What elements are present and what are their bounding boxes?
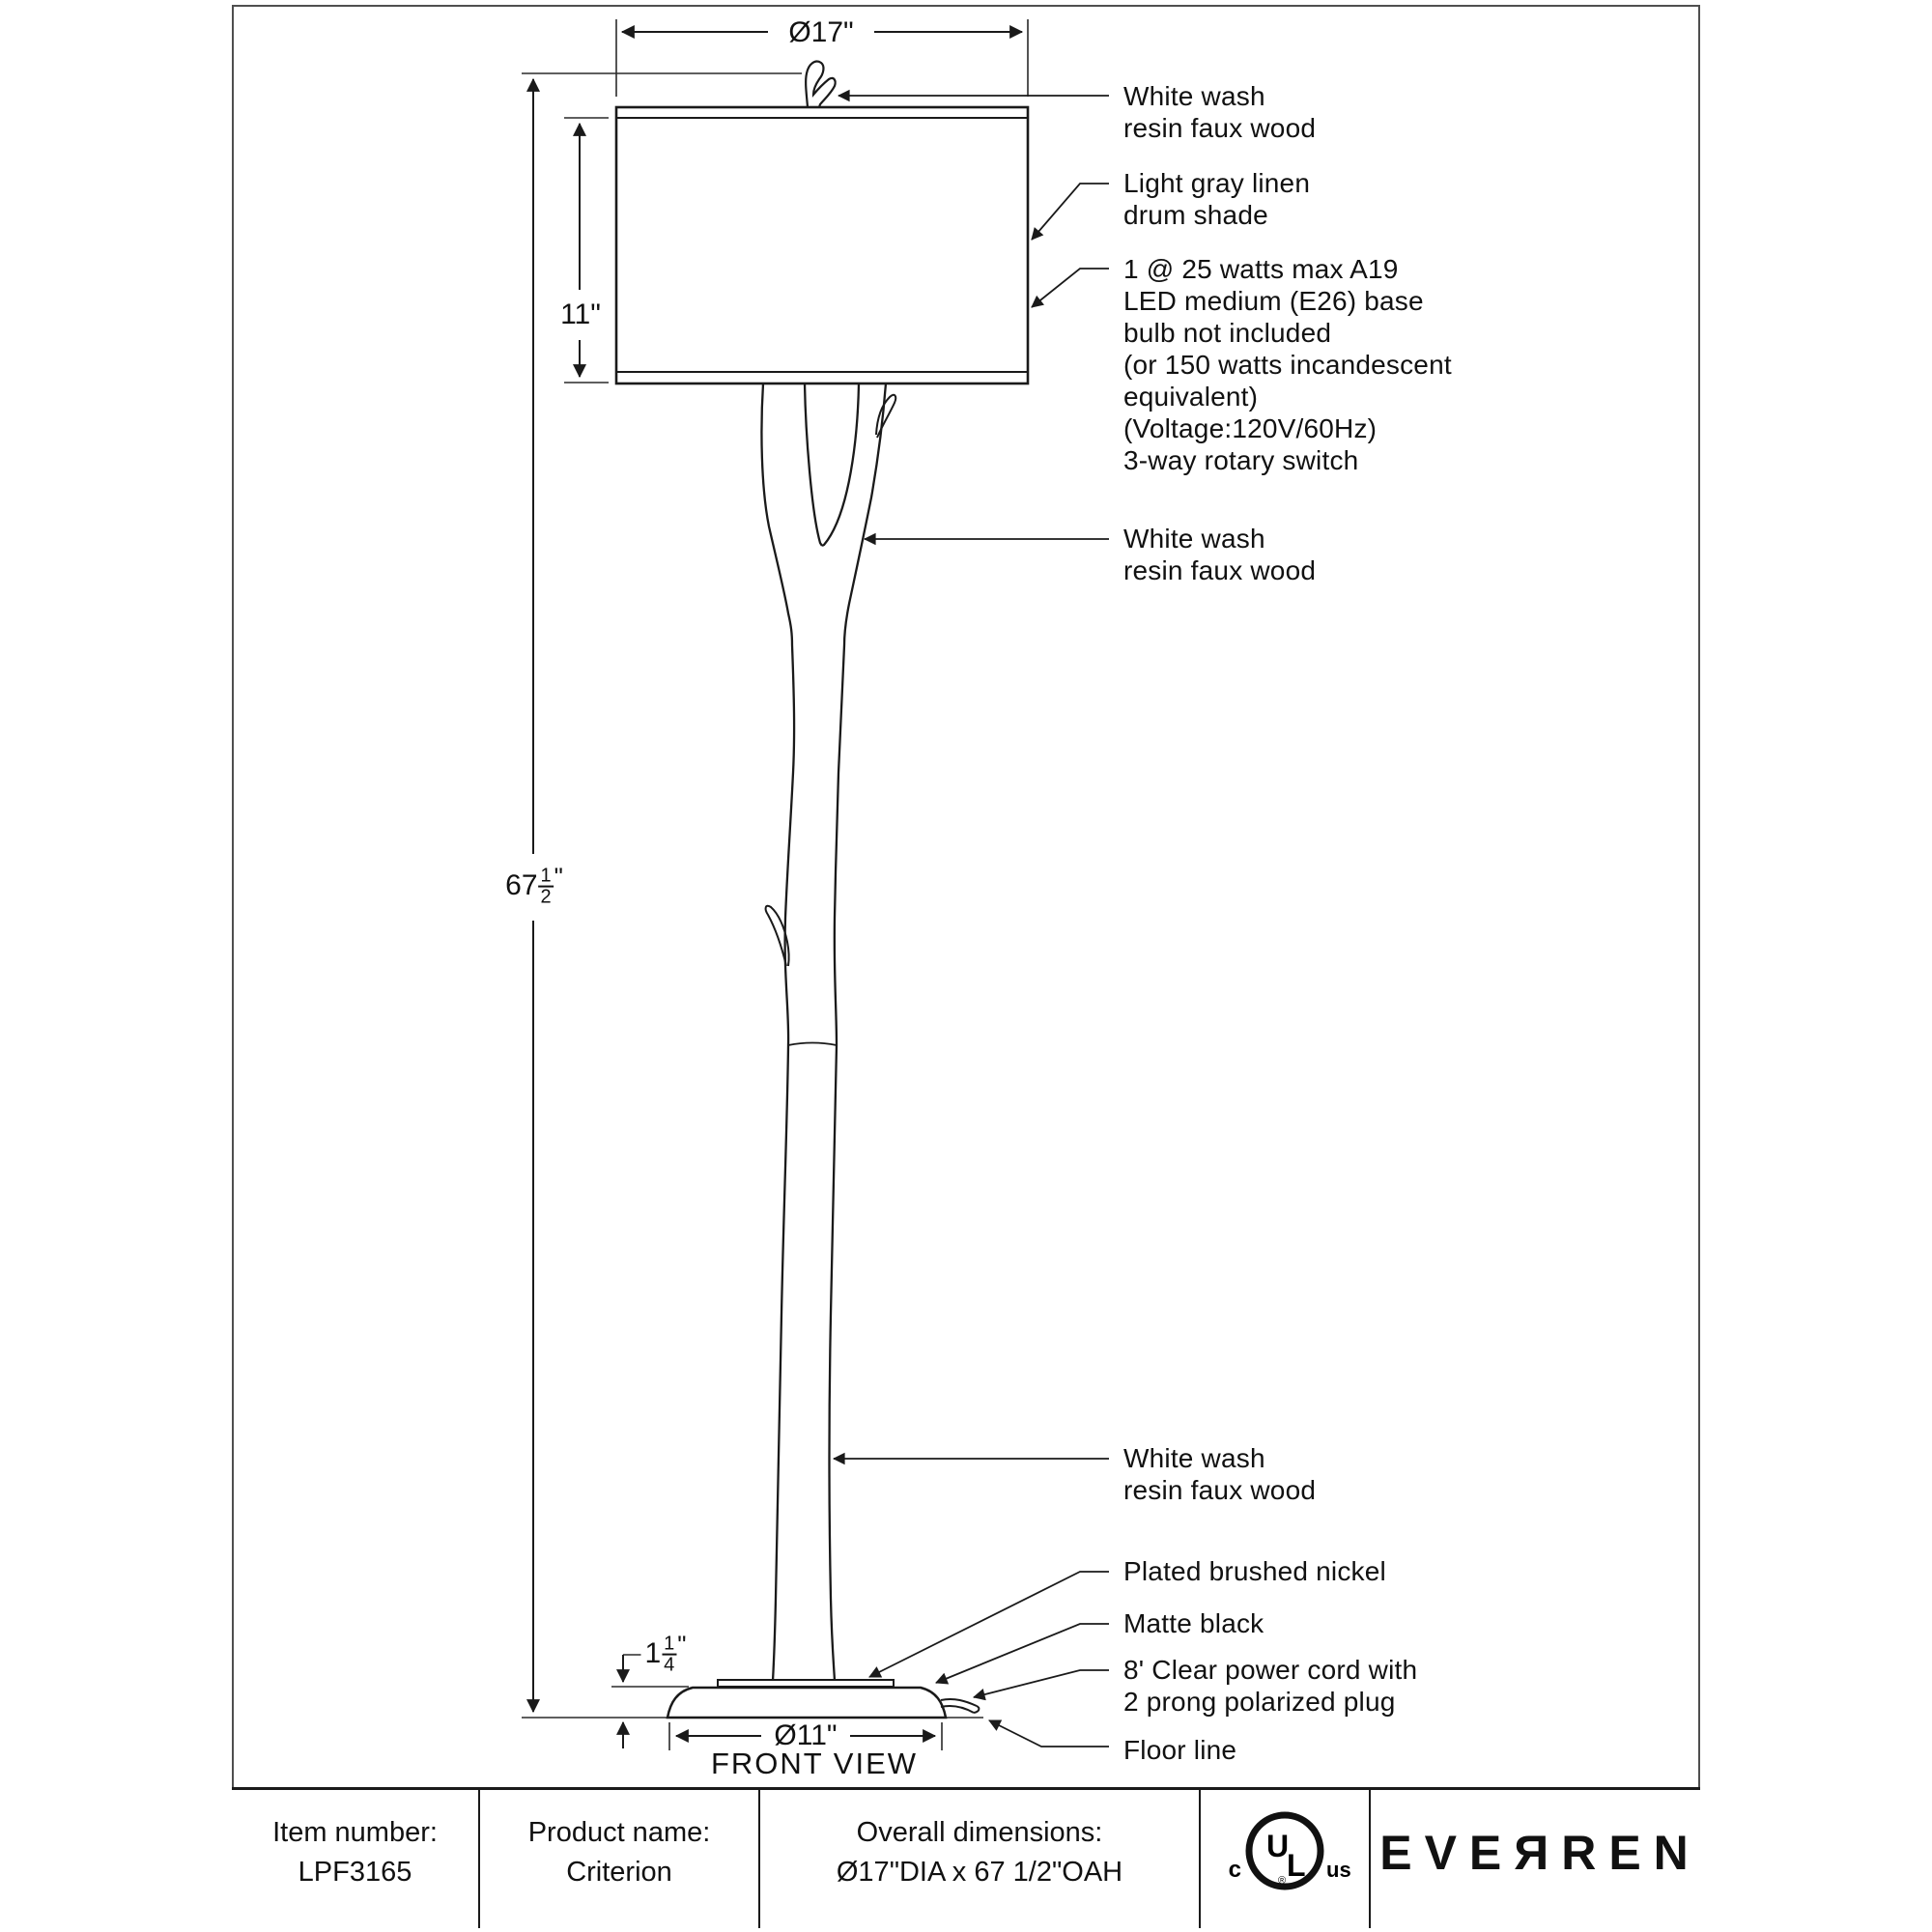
annotation-line: LED medium (E26) base: [1123, 286, 1424, 316]
annotation-line: Floor line: [1123, 1735, 1237, 1765]
ul-suffix-us: us: [1326, 1858, 1351, 1882]
annotation-trunk: White wash resin faux wood: [1123, 1442, 1316, 1506]
annotation-line: (or 150 watts incandescent: [1123, 350, 1452, 380]
leader-bulb: [1031, 268, 1109, 308]
stem-left-branch-outer: [760, 383, 794, 646]
annotation-neck: White wash resin faux wood: [1123, 523, 1316, 586]
annotation-line: (Voltage:120V/60Hz): [1123, 413, 1378, 443]
finial-twig: [805, 60, 837, 108]
annotation-line: 8' Clear power cord with: [1123, 1655, 1418, 1685]
leader-cord: [973, 1669, 1109, 1701]
brand-logotype: EVEЯREN: [1379, 1825, 1701, 1880]
leader-base: [935, 1623, 1109, 1685]
annotation-line: 1 @ 25 watts max A19: [1123, 254, 1399, 284]
annotation-bulb: 1 @ 25 watts max A19 LED medium (E26) ba…: [1123, 253, 1452, 476]
leader-floor: [988, 1719, 1109, 1747]
annotation-finial: White wash resin faux wood: [1123, 80, 1316, 144]
stem-right-twig-stub: [875, 393, 897, 439]
trunk-left-edge: [771, 644, 796, 1682]
trunk-right-edge: [828, 644, 846, 1682]
ul-registered-mark: ®: [1278, 1875, 1286, 1887]
annotation-shade: Light gray linen drum shade: [1123, 167, 1310, 231]
ul-prefix-c: c: [1229, 1857, 1241, 1883]
overall-dimensions-label: Overall dimensions:: [856, 1816, 1103, 1848]
overall-dimensions-cell: Overall dimensions: Ø17"DIA x 67 1/2"OAH: [758, 1790, 1199, 1928]
product-name-label: Product name:: [527, 1816, 711, 1848]
annotation-plate: Plated brushed nickel: [1123, 1555, 1386, 1587]
dimension-lines: [526, 25, 1024, 1748]
lamp-outline: [614, 60, 1030, 1719]
annotation-line: 3-way rotary switch: [1123, 445, 1359, 475]
ul-certification-icon: U L ® c us: [1229, 1811, 1351, 1889]
nickel-plate: [717, 1679, 895, 1688]
annotation-line: White wash: [1123, 1443, 1265, 1473]
stem-right-branch-inner: [821, 383, 861, 548]
item-number-label: Item number:: [272, 1816, 438, 1848]
ul-circle: [1245, 1811, 1324, 1889]
annotation-line: White wash: [1123, 81, 1265, 111]
item-number-cell: Item number: LPF3165: [232, 1790, 478, 1928]
ul-listing-cell: U L ® c us: [1199, 1790, 1369, 1928]
base-diameter-dimension: Ø11": [770, 1719, 841, 1752]
overall-dimensions-value: Ø17"DIA x 67 1/2"OAH: [836, 1856, 1123, 1888]
shade-diameter-dimension: Ø17": [784, 16, 858, 49]
annotation-line: resin faux wood: [1123, 555, 1317, 585]
item-number-value: LPF3165: [298, 1856, 412, 1888]
leader-shade: [1031, 183, 1109, 241]
ul-letter-u: U: [1266, 1829, 1289, 1863]
shade-height-dimension: 11": [556, 298, 605, 331]
annotation-line: resin faux wood: [1123, 113, 1317, 143]
annotation-line: Plated brushed nickel: [1123, 1556, 1386, 1586]
annotation-line: White wash: [1123, 524, 1265, 554]
power-cord-bottom: [940, 1704, 975, 1714]
overall-height-unit: ": [554, 862, 563, 892]
annotation-floor: Floor line: [1123, 1734, 1236, 1766]
annotation-line: 2 prong polarized plug: [1123, 1687, 1396, 1717]
annotation-line: equivalent): [1123, 382, 1259, 412]
stem-right-branch-outer: [842, 383, 888, 646]
base-height-whole: 1: [644, 1636, 662, 1669]
trunk-left-twig-stub: [764, 904, 790, 967]
stem-left-branch-inner: [803, 383, 823, 547]
annotation-base: Matte black: [1123, 1607, 1264, 1639]
trunk-seam-line: [787, 1041, 838, 1046]
product-name-cell: Product name: Criterion: [478, 1790, 758, 1928]
annotation-cord: 8' Clear power cord with 2 prong polariz…: [1123, 1654, 1417, 1718]
power-cord-top: [940, 1697, 978, 1707]
brand-cell: EVEЯREN: [1369, 1790, 1700, 1928]
title-block: Item number: LPF3165 Product name: Crite…: [232, 1787, 1700, 1928]
annotation-line: Matte black: [1123, 1608, 1264, 1638]
product-name-value: Criterion: [566, 1856, 672, 1888]
annotation-line: Light gray linen: [1123, 168, 1311, 198]
annotation-line: drum shade: [1123, 200, 1268, 230]
drum-shade: [614, 105, 1030, 385]
overall-height-whole: 67: [505, 868, 538, 901]
base-height-unit: ": [677, 1630, 687, 1660]
front-view-label: FRONT VIEW: [710, 1747, 919, 1780]
power-cord-plug: [973, 1705, 980, 1714]
annotation-line: bulb not included: [1123, 318, 1332, 348]
leader-lines: [832, 89, 1109, 1747]
ul-letter-l: L: [1287, 1848, 1306, 1883]
base-dome: [666, 1686, 948, 1719]
leader-plate: [868, 1571, 1109, 1678]
annotation-line: resin faux wood: [1123, 1475, 1317, 1505]
